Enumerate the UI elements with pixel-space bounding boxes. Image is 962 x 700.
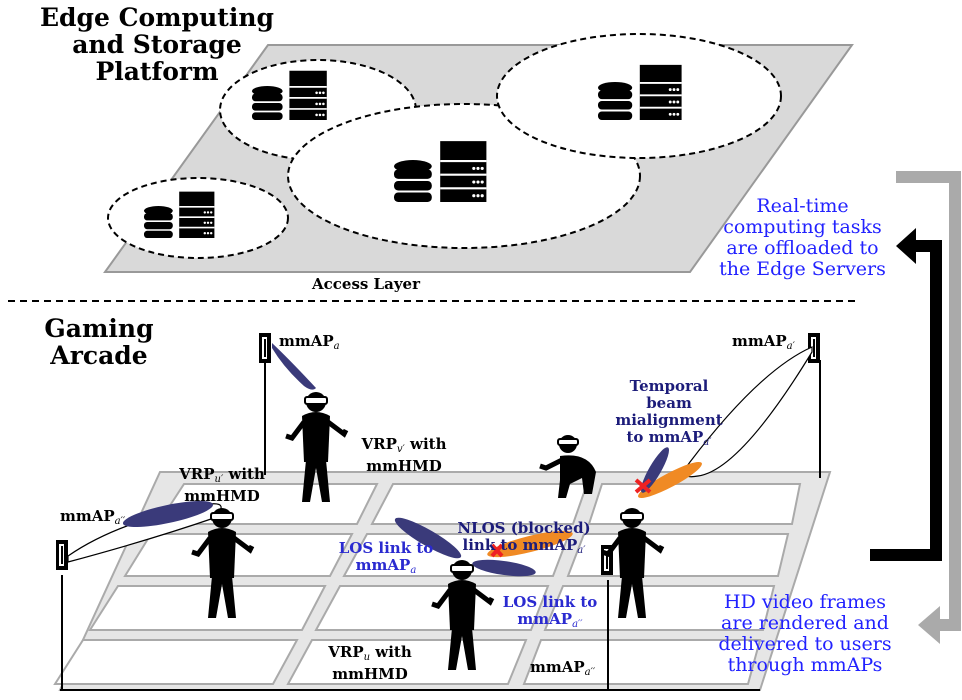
- crouching-player-icon: [539, 435, 596, 498]
- offload-note: Real-time computing tasks are offloaded …: [719, 195, 886, 280]
- render-arrow-head: [918, 606, 940, 644]
- player-label-u: VRPu with mmHMD: [328, 643, 412, 683]
- player-label-v-prime: VRPv′ with mmHMD: [361, 435, 447, 475]
- ap-label-a-double-prime-floor: mmAPa′′: [530, 658, 596, 679]
- beam-patterns: [67, 343, 813, 577]
- offload-arrow: [870, 240, 942, 561]
- nlos-link-label: NLOS (blocked) link to mmAPa′: [457, 519, 591, 557]
- access-layer-label: Access Layer: [312, 275, 420, 293]
- los-link-label-a: LOS link to mmAPa: [338, 539, 434, 577]
- render-note: HD video frames are rendered and deliver…: [718, 591, 892, 676]
- los-link-label-a-double-prime: LOS link to mmAPa′′: [502, 593, 598, 631]
- render-arrow: [896, 171, 961, 631]
- ap-icon: [259, 333, 271, 363]
- offload-arrow-head: [896, 228, 916, 264]
- ap-label-a-double-prime: mmAPa′′: [60, 507, 126, 528]
- ap-label-a: mmAPa: [279, 332, 340, 353]
- edge-cluster-zone: [496, 33, 782, 159]
- arcade-title: Gaming Arcade: [44, 314, 154, 370]
- player-label-u-prime: VRPu′ with mmHMD: [179, 465, 265, 505]
- ap-icon: [56, 540, 68, 570]
- platform-title: Edge Computing and Storage Platform: [39, 3, 274, 86]
- temporal-misalignment-label: Temporal beam mialignment to mmAPa′: [615, 377, 723, 449]
- ap-label-a-prime: mmAPa′: [732, 332, 795, 353]
